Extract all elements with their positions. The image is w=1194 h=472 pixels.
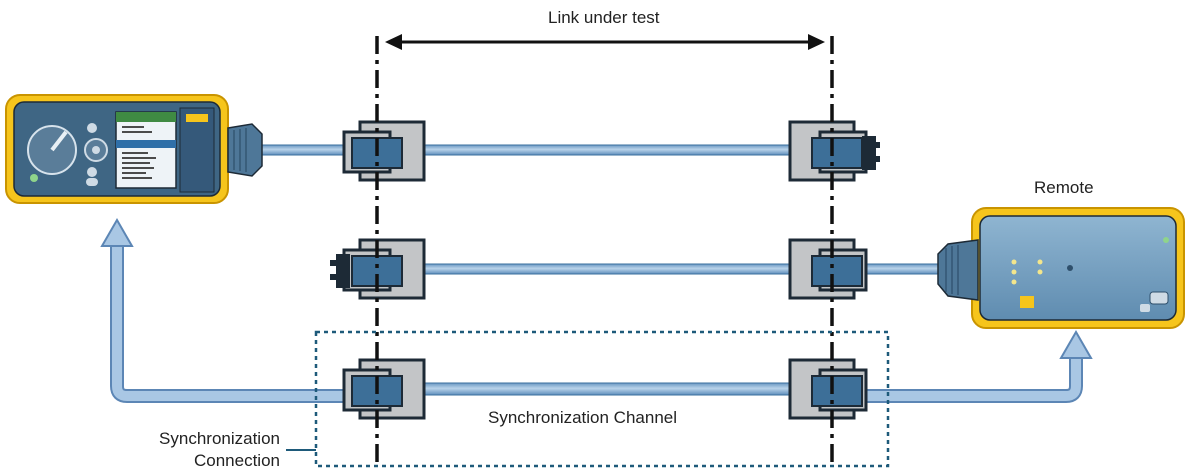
coupler-row1-right xyxy=(788,120,880,182)
sync-connection-line2: Connection xyxy=(193,451,280,470)
connectors xyxy=(330,120,880,420)
coupler-row3-right xyxy=(788,358,868,420)
coupler-row2-right xyxy=(788,238,868,300)
sync-path-arrows xyxy=(100,217,1093,403)
remote-device xyxy=(937,207,1185,329)
sync-channel-box xyxy=(314,330,890,468)
tester-screen xyxy=(115,111,177,189)
up-arrow-left-icon xyxy=(100,217,134,247)
up-arrow-right-icon xyxy=(1059,329,1093,359)
sync-channel-label: Synchronization Channel xyxy=(488,408,678,427)
coupler-row1-left xyxy=(342,120,426,182)
link-under-test-arrow xyxy=(385,34,825,50)
remote-label: Remote xyxy=(1034,178,1094,197)
sync-connection-line1: Synchronization xyxy=(159,429,280,448)
link-under-test-label: Link under test xyxy=(548,8,660,27)
reference-lines xyxy=(375,36,834,462)
main-tester-device xyxy=(5,94,263,204)
sync-connection-label: Synchronization Connection xyxy=(159,428,280,472)
coupler-row3-left xyxy=(342,358,426,420)
